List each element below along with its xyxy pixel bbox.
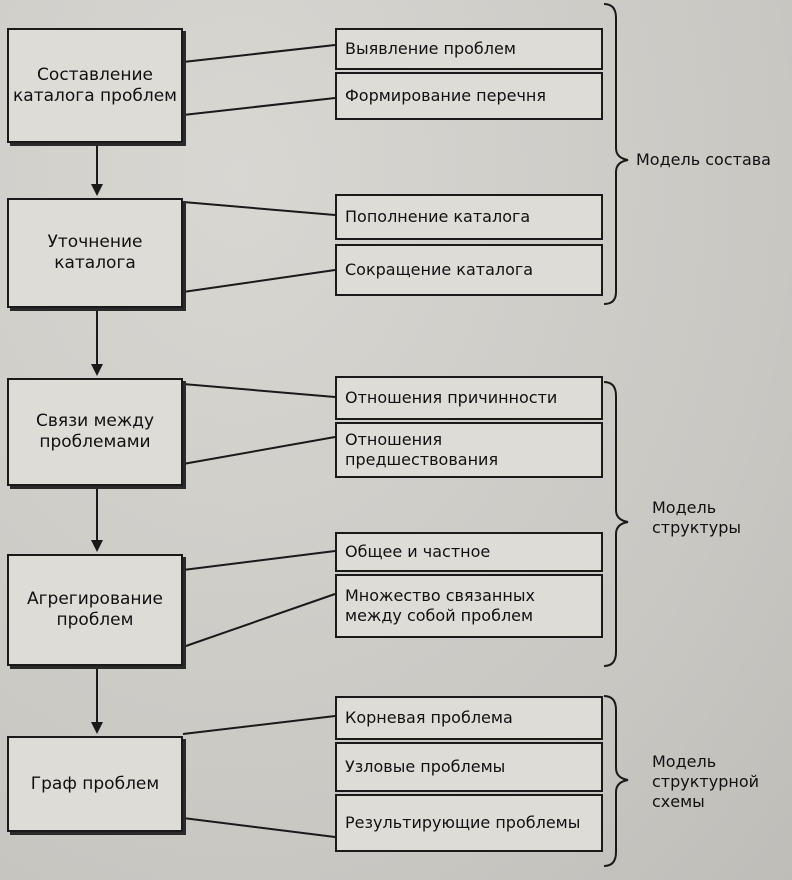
stage-item: Отношения причинности: [335, 376, 603, 420]
stage-item-label: Общее и частное: [345, 542, 491, 561]
stage-item-label: Отношения причинности: [345, 388, 558, 407]
stage-item-label: Выявление проблем: [345, 39, 516, 58]
stage-item-label: Узловые проблемы: [345, 757, 506, 776]
stage-item-label: Формирование перечня: [345, 86, 546, 105]
stage-box-aggregate: Агрегирование проблем: [7, 554, 183, 666]
model-label-structural-scheme: Модель структурной схемы: [652, 752, 759, 811]
stage-title: Уточнение каталога: [47, 232, 143, 273]
stage-item: Формирование перечня: [335, 72, 603, 120]
stage-item: Отношения предшествования: [335, 422, 603, 478]
stage-item-label: Сокращение каталога: [345, 260, 534, 279]
model-label-composition: Модель состава: [636, 150, 771, 169]
stage-item-label: Пополнение каталога: [345, 207, 531, 226]
stage-box-refine: Уточнение каталога: [7, 198, 183, 308]
stage-item: Общее и частное: [335, 532, 603, 572]
stage-box-graph: Граф проблем: [7, 736, 183, 832]
stage-item-label: Корневая проблема: [345, 708, 513, 727]
stage-title: Составление каталога проблем: [13, 64, 177, 106]
model-label-structure: Модель структуры: [652, 498, 741, 537]
stage-box-catalog: Составление каталога проблем: [7, 28, 183, 143]
stage-item-label: Результирующие проблемы: [345, 813, 581, 832]
stage-item: Множество связанных между собой проблем: [335, 574, 603, 638]
stage-title: Агрегирование проблем: [26, 589, 164, 630]
stage-item: Результирующие проблемы: [335, 794, 603, 852]
stage-title: Граф проблем: [30, 773, 160, 794]
stage-item: Корневая проблема: [335, 696, 603, 740]
stage-item-label: Отношения предшествования: [345, 430, 499, 469]
stage-item: Сокращение каталога: [335, 244, 603, 296]
stage-item: Пополнение каталога: [335, 194, 603, 240]
stage-title: Связи между проблемами: [35, 411, 155, 452]
stage-box-links: Связи между проблемами: [7, 378, 183, 486]
stage-item-label: Множество связанных между собой проблем: [345, 586, 535, 625]
stage-item: Выявление проблем: [335, 28, 603, 70]
stage-item: Узловые проблемы: [335, 742, 603, 792]
